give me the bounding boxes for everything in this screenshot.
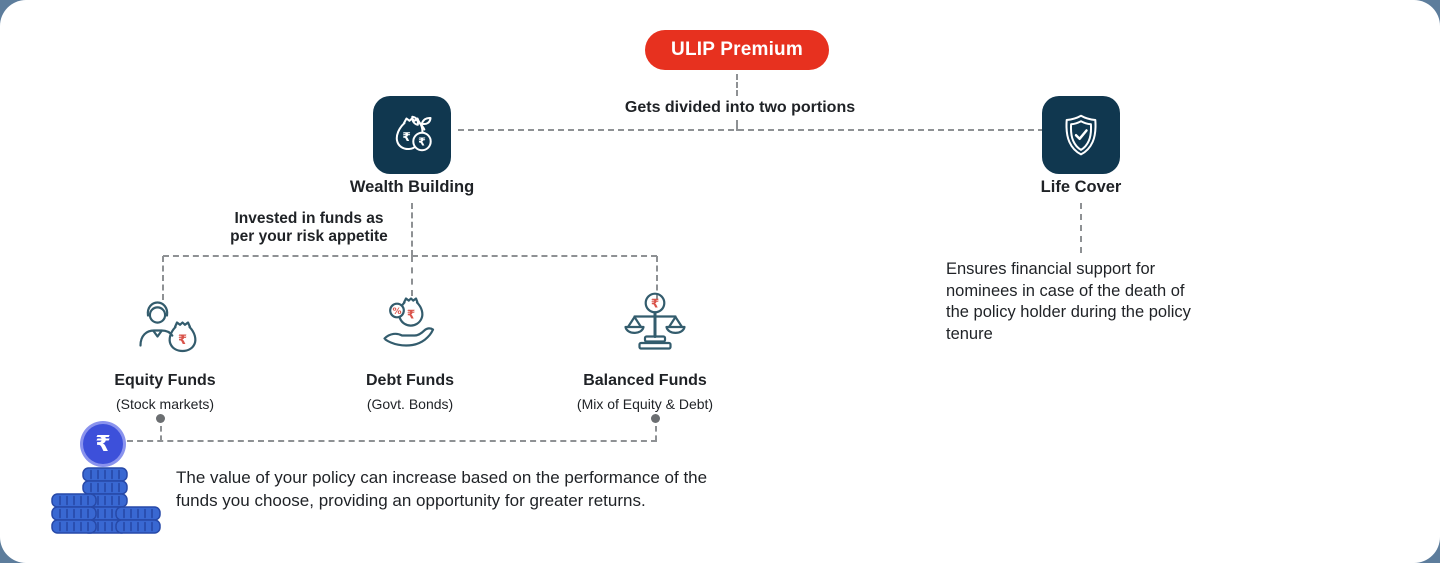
equity-funds-name: Equity Funds [114,372,216,389]
shield-check-icon [1065,114,1097,156]
balanced-connector-dot [651,414,660,423]
balance-scale-icon: ₹ [624,292,686,350]
investor-money-bag-icon: ₹ [139,301,197,353]
premium-split-connector-bottom [736,120,738,131]
hand-money-bag-icon: ₹ % [383,297,435,347]
funds-branch-rail [163,255,657,257]
rupee-glyph: ₹ [407,308,415,322]
wealth-building-label: Wealth Building [349,178,475,196]
coin-stack-icon [51,467,161,534]
rupee-glyph: ₹ [651,297,659,311]
ulip-premium-pill: ULIP Premium [645,30,829,70]
balanced-funds-name: Balanced Funds [583,372,707,389]
balanced-funds-subtitle: (Mix of Equity & Debt) [576,396,714,412]
equity-funds-subtitle: (Stock markets) [115,396,214,412]
wealth-building-tile: ₹ ₹ [373,96,451,174]
debt-branch-connector [411,256,413,296]
debt-funds-name: Debt Funds [366,372,454,389]
equity-connector-dot [156,414,165,423]
split-caption: Gets divided into two portions [624,99,856,116]
growth-rail [127,440,657,442]
equity-branch-connector [162,256,164,300]
money-bag-sprout-icon: ₹ ₹ [395,115,432,152]
ulip-premium-label: ULIP Premium [671,39,803,60]
growth-note: The value of your policy can increase ba… [176,468,708,510]
rupee-glyph: ₹ [178,333,187,348]
two-portions-connector [458,129,1044,131]
invested-note: Invested in funds as per your risk appet… [230,210,388,245]
life-cover-tile [1042,96,1120,174]
balanced-growth-stub [655,426,657,441]
rupee-coin-badge: ₹ [80,421,126,467]
rupee-glyph: ₹ [402,130,410,144]
life-cover-description: Ensures financial support for nominees i… [946,260,1191,343]
rupee-symbol: ₹ [83,424,123,464]
balanced-branch-connector [656,256,658,300]
life-cover-label: Life Cover [1040,178,1122,196]
equity-growth-stub [160,426,162,441]
rupee-glyph: ₹ [418,136,426,149]
debt-funds-subtitle: (Govt. Bonds) [366,396,454,412]
premium-split-connector-top [736,74,738,96]
life-cover-connector [1080,203,1082,253]
percent-glyph: % [392,307,401,317]
wealth-branch-connector [411,203,413,256]
